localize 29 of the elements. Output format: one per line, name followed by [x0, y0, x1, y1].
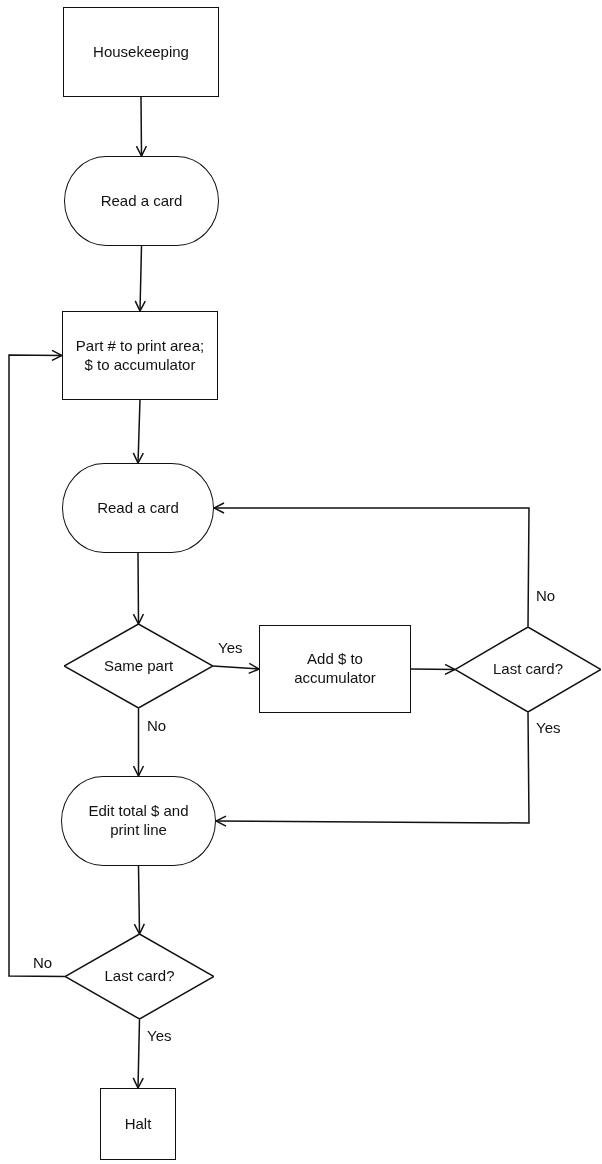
step-text: Last card? [492, 660, 563, 679]
process-box [62, 311, 218, 400]
decision-diamond [65, 934, 214, 1019]
arrow [213, 502, 530, 628]
arrow [132, 707, 145, 777]
step-text: Edit total $ and print line [87, 802, 190, 840]
step-text: Part # to print area; $ to accumulator [75, 336, 205, 375]
decision-diamond [64, 624, 213, 708]
arrow [132, 399, 145, 464]
arrow [132, 1018, 144, 1089]
step-text: Same part [103, 656, 174, 676]
step-text: Read a card [97, 498, 179, 518]
arrow [410, 663, 456, 676]
process-box [100, 1088, 176, 1160]
step-text: Read a card [100, 191, 183, 211]
decision-diamond [455, 627, 601, 712]
arrow [134, 245, 146, 312]
arrow [132, 552, 145, 625]
arrow [135, 96, 148, 157]
step-text: Housekeeping [93, 42, 189, 62]
step-text: Last card? [104, 967, 175, 986]
arrow [8, 349, 66, 978]
process-box [259, 625, 411, 713]
arrow [215, 711, 530, 827]
step-text: Halt [124, 1114, 152, 1134]
process-box [63, 7, 219, 97]
arrow [212, 662, 260, 675]
arrow [133, 865, 146, 935]
step-text: Add $ to accumulator [293, 650, 377, 688]
